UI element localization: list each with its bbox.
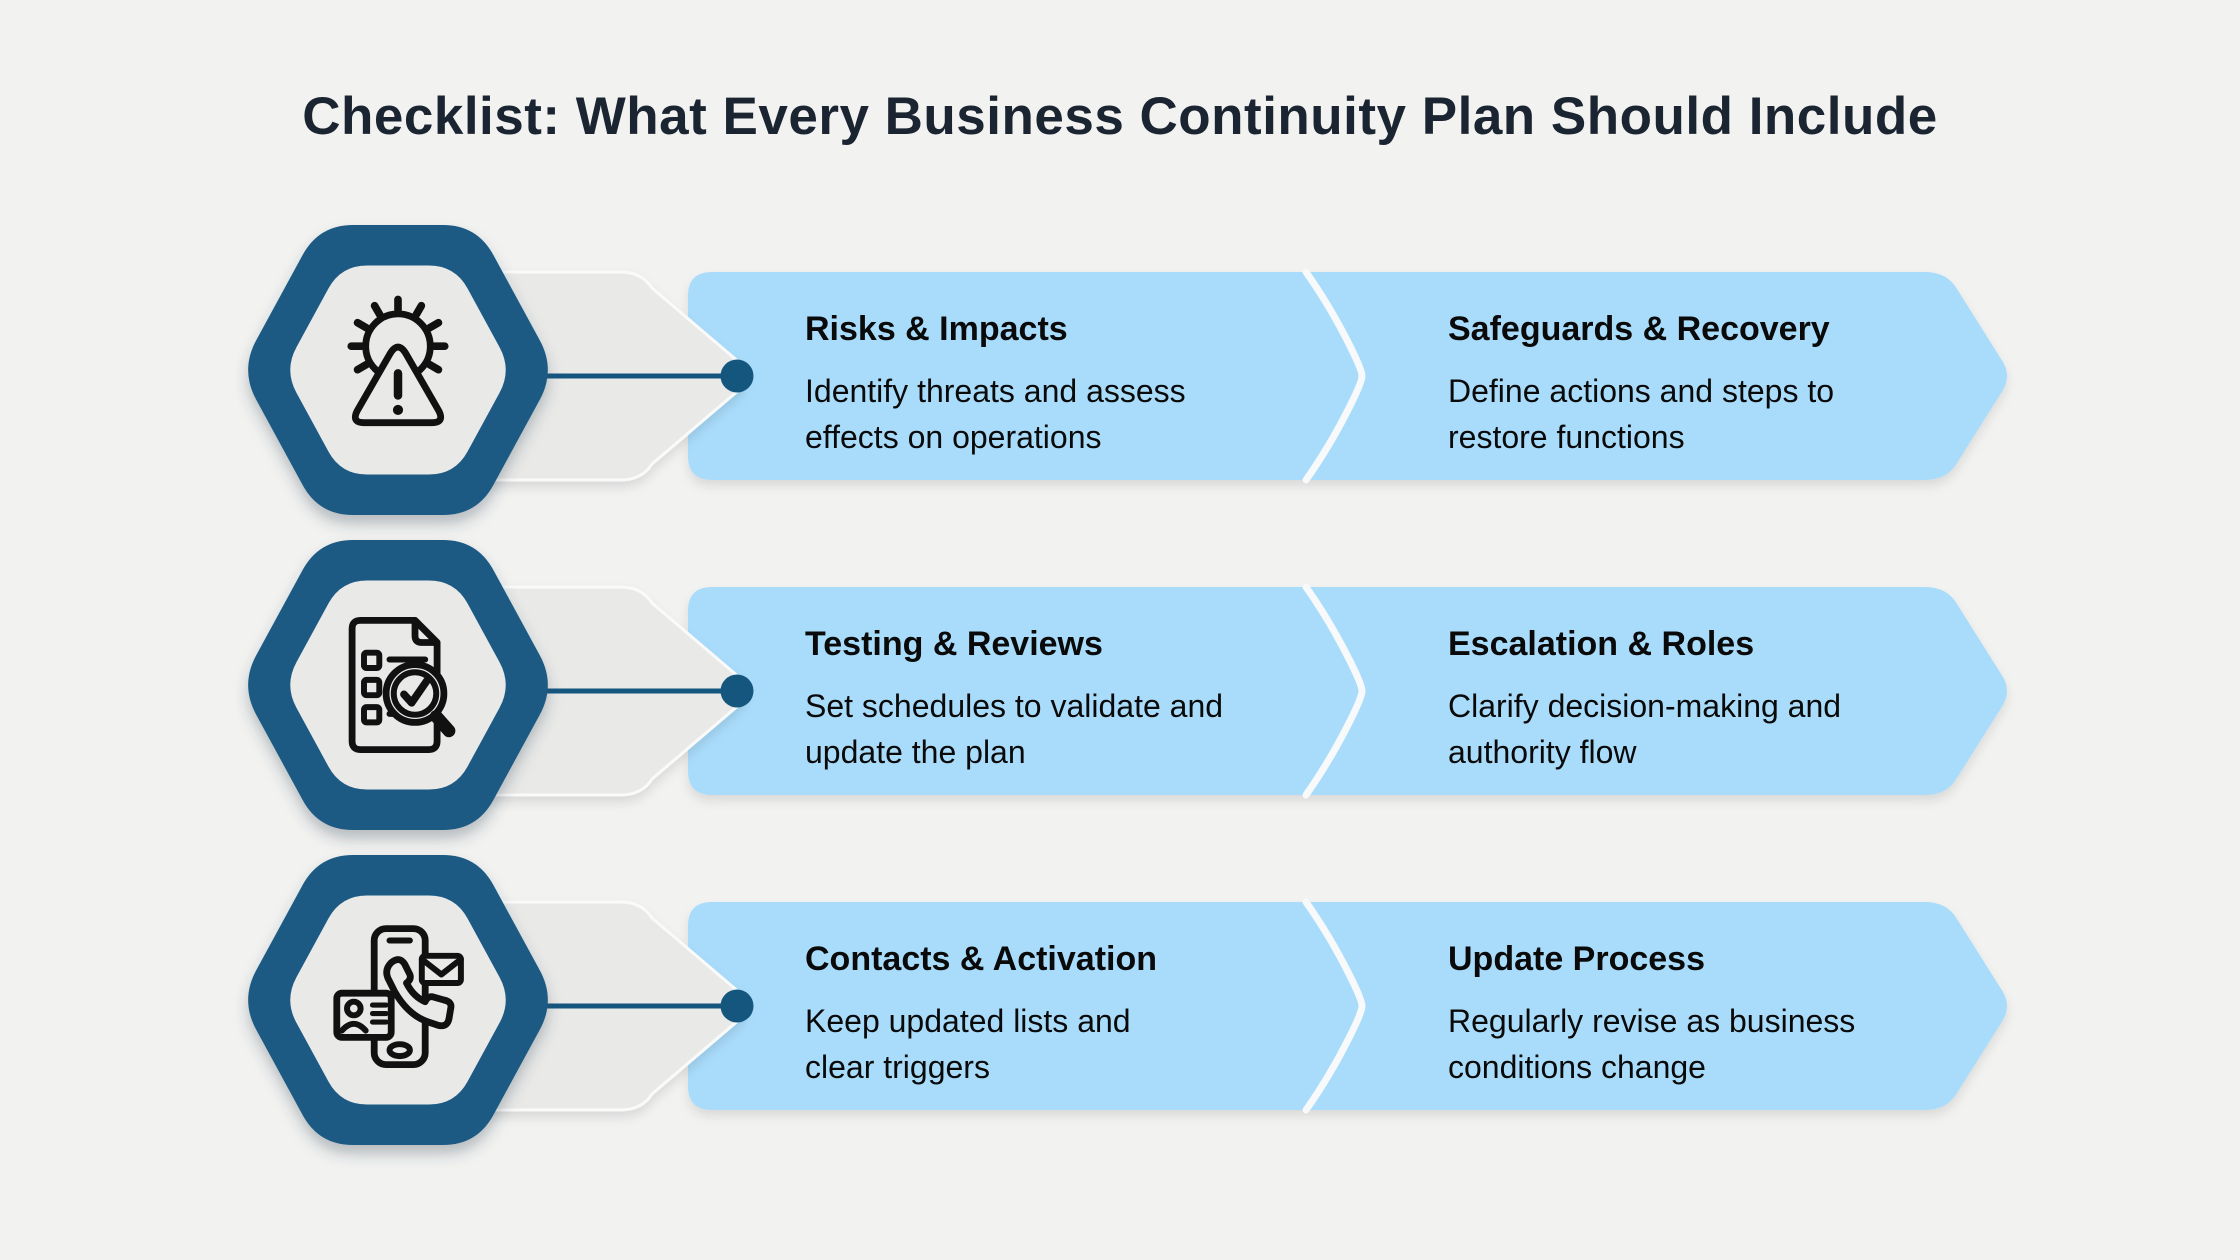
banner-description-line: conditions change <box>1448 1048 1706 1085</box>
banner-text-contacts-activation: Contacts & Activation Keep updated lists… <box>805 938 1345 1090</box>
banner-description-line: restore functions <box>1448 418 1685 455</box>
banner-text-escalation-roles: Escalation & Roles Clarify decision-maki… <box>1448 623 1968 775</box>
banner-description-line: Clarify decision-making and <box>1448 687 1842 724</box>
banner-text-safeguards-recovery: Safeguards & Recovery Define actions and… <box>1448 308 1968 460</box>
row-testing <box>248 540 2007 830</box>
row-risks <box>248 225 2007 515</box>
connector-dot <box>720 359 754 393</box>
banner-text-testing-reviews: Testing & Reviews Set schedules to valid… <box>805 623 1345 775</box>
connector-dot <box>720 989 754 1023</box>
hexagon-badge <box>248 540 548 830</box>
banner-heading: Contacts & Activation <box>805 940 1158 978</box>
page-title: Checklist: What Every Business Continuit… <box>302 87 1938 146</box>
banner-heading: Escalation & Roles <box>1448 625 1755 663</box>
banner-description-line: Identify threats and assess <box>805 372 1186 409</box>
banner-description-line: Set schedules to validate and <box>805 687 1224 724</box>
banner-description-line: authority flow <box>1448 733 1637 770</box>
banner-description-line: update the plan <box>805 733 1026 770</box>
banner-heading: Safeguards & Recovery <box>1448 310 1830 348</box>
alert-gear-warning-icon <box>347 295 449 427</box>
hexagon-badge <box>248 225 548 515</box>
banner-description-line: Keep updated lists and <box>805 1002 1131 1039</box>
phone-contacts-icon <box>333 925 464 1068</box>
banner-description-line: Regularly revise as business <box>1448 1002 1856 1039</box>
banner-text-update-process: Update Process Regularly revise as busin… <box>1448 938 1968 1090</box>
row-contacts <box>248 855 2007 1145</box>
checklist-magnifier-icon <box>348 617 456 753</box>
banner-description-line: effects on operations <box>805 418 1102 455</box>
banner-description-line: Define actions and steps to <box>1448 372 1835 409</box>
banner-heading: Update Process <box>1448 940 1705 978</box>
banner-description-line: clear triggers <box>805 1048 990 1085</box>
connector-dot <box>720 674 754 708</box>
banner-heading: Testing & Reviews <box>805 625 1103 663</box>
banner-text-risks-impacts: Risks & Impacts Identify threats and ass… <box>805 308 1345 460</box>
hexagon-badge <box>248 855 548 1145</box>
banner-heading: Risks & Impacts <box>805 310 1068 348</box>
